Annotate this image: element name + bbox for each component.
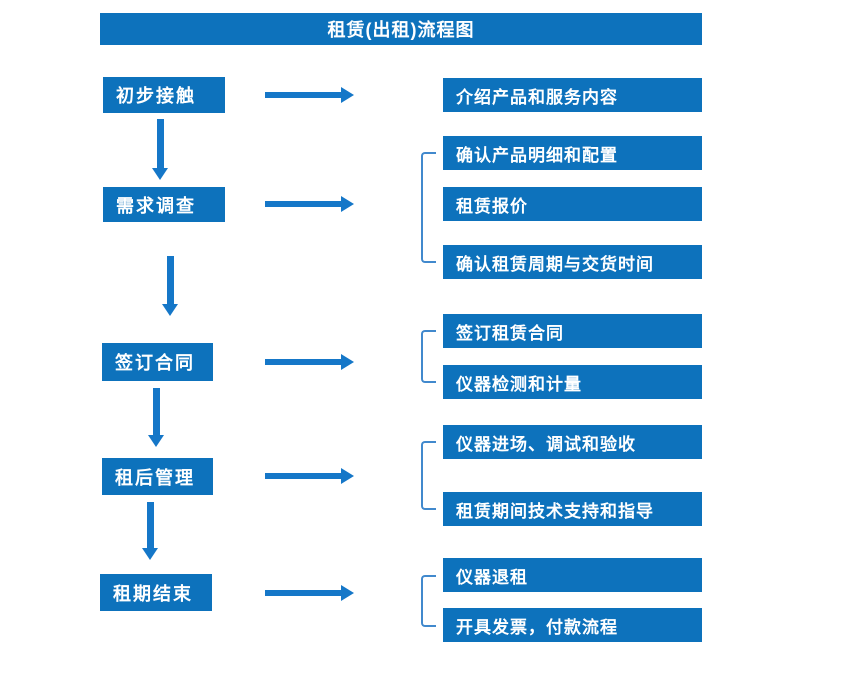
down-arrow-head	[152, 168, 168, 180]
down-arrow-shaft	[157, 119, 164, 169]
right-arrow-shaft	[265, 201, 341, 207]
down-arrow-head	[162, 304, 178, 316]
step-box-initial-contact: 初步接触	[103, 77, 225, 113]
step-box-rental-end: 租期结束	[100, 574, 212, 611]
flowchart-title-label: 租赁(出租)流程图	[327, 20, 475, 40]
group-bracket	[421, 152, 436, 263]
down-arrow-head	[148, 435, 164, 447]
detail-label: 确认租赁周期与交货时间	[456, 254, 654, 274]
right-arrow	[265, 468, 354, 484]
detail-label: 仪器检测和计量	[456, 374, 582, 394]
detail-box-tech-support: 租赁期间技术支持和指导	[443, 492, 702, 526]
detail-label: 仪器进场、调试和验收	[456, 434, 636, 454]
right-arrow	[265, 87, 354, 103]
group-bracket	[421, 441, 436, 510]
down-arrow-shaft	[153, 388, 160, 436]
detail-box-introduce-products: 介绍产品和服务内容	[443, 78, 702, 112]
right-arrow-shaft	[265, 473, 341, 479]
detail-label: 确认产品明细和配置	[456, 145, 618, 165]
group-bracket	[421, 330, 436, 383]
detail-label: 签订租赁合同	[456, 323, 564, 343]
detail-box-rental-quote: 租赁报价	[443, 187, 702, 221]
step-label: 初步接触	[116, 86, 196, 106]
detail-box-confirm-product-config: 确认产品明细和配置	[443, 136, 702, 170]
down-arrow-shaft	[167, 256, 174, 305]
down-arrow	[142, 502, 159, 560]
right-arrow-head	[341, 468, 354, 484]
right-arrow-shaft	[265, 590, 341, 596]
detail-label: 介绍产品和服务内容	[456, 87, 618, 107]
right-arrow	[265, 354, 354, 370]
right-arrow-head	[341, 354, 354, 370]
detail-box-instrument-testing: 仪器检测和计量	[443, 365, 702, 399]
down-arrow	[148, 388, 165, 447]
group-bracket	[421, 575, 436, 627]
right-arrow-head	[341, 87, 354, 103]
detail-box-confirm-period-delivery: 确认租赁周期与交货时间	[443, 245, 702, 279]
step-box-needs-survey: 需求调查	[103, 187, 225, 222]
right-arrow-shaft	[265, 92, 341, 98]
detail-box-instrument-setup-acceptance: 仪器进场、调试和验收	[443, 425, 702, 459]
detail-box-instrument-return: 仪器退租	[443, 558, 702, 592]
detail-label: 仪器退租	[456, 567, 528, 587]
right-arrow-shaft	[265, 359, 341, 365]
step-box-sign-contract: 签订合同	[102, 343, 213, 381]
step-label: 签订合同	[115, 353, 195, 373]
right-arrow	[265, 196, 354, 212]
down-arrow-shaft	[147, 502, 154, 549]
detail-label: 租赁期间技术支持和指导	[456, 501, 654, 521]
right-arrow-head	[341, 585, 354, 601]
right-arrow	[265, 585, 354, 601]
detail-label: 开具发票，付款流程	[456, 617, 618, 637]
step-label: 租期结束	[113, 583, 193, 604]
down-arrow	[152, 119, 169, 180]
down-arrow	[162, 256, 179, 316]
step-box-post-rental-management: 租后管理	[102, 458, 213, 495]
detail-label: 租赁报价	[456, 196, 528, 216]
right-arrow-head	[341, 196, 354, 212]
detail-box-sign-rental-contract: 签订租赁合同	[443, 314, 702, 348]
detail-box-invoice-payment: 开具发票，付款流程	[443, 608, 702, 642]
flowchart-title: 租赁(出租)流程图	[100, 13, 702, 45]
step-label: 租后管理	[115, 467, 195, 488]
step-label: 需求调查	[116, 195, 196, 216]
down-arrow-head	[142, 548, 158, 560]
